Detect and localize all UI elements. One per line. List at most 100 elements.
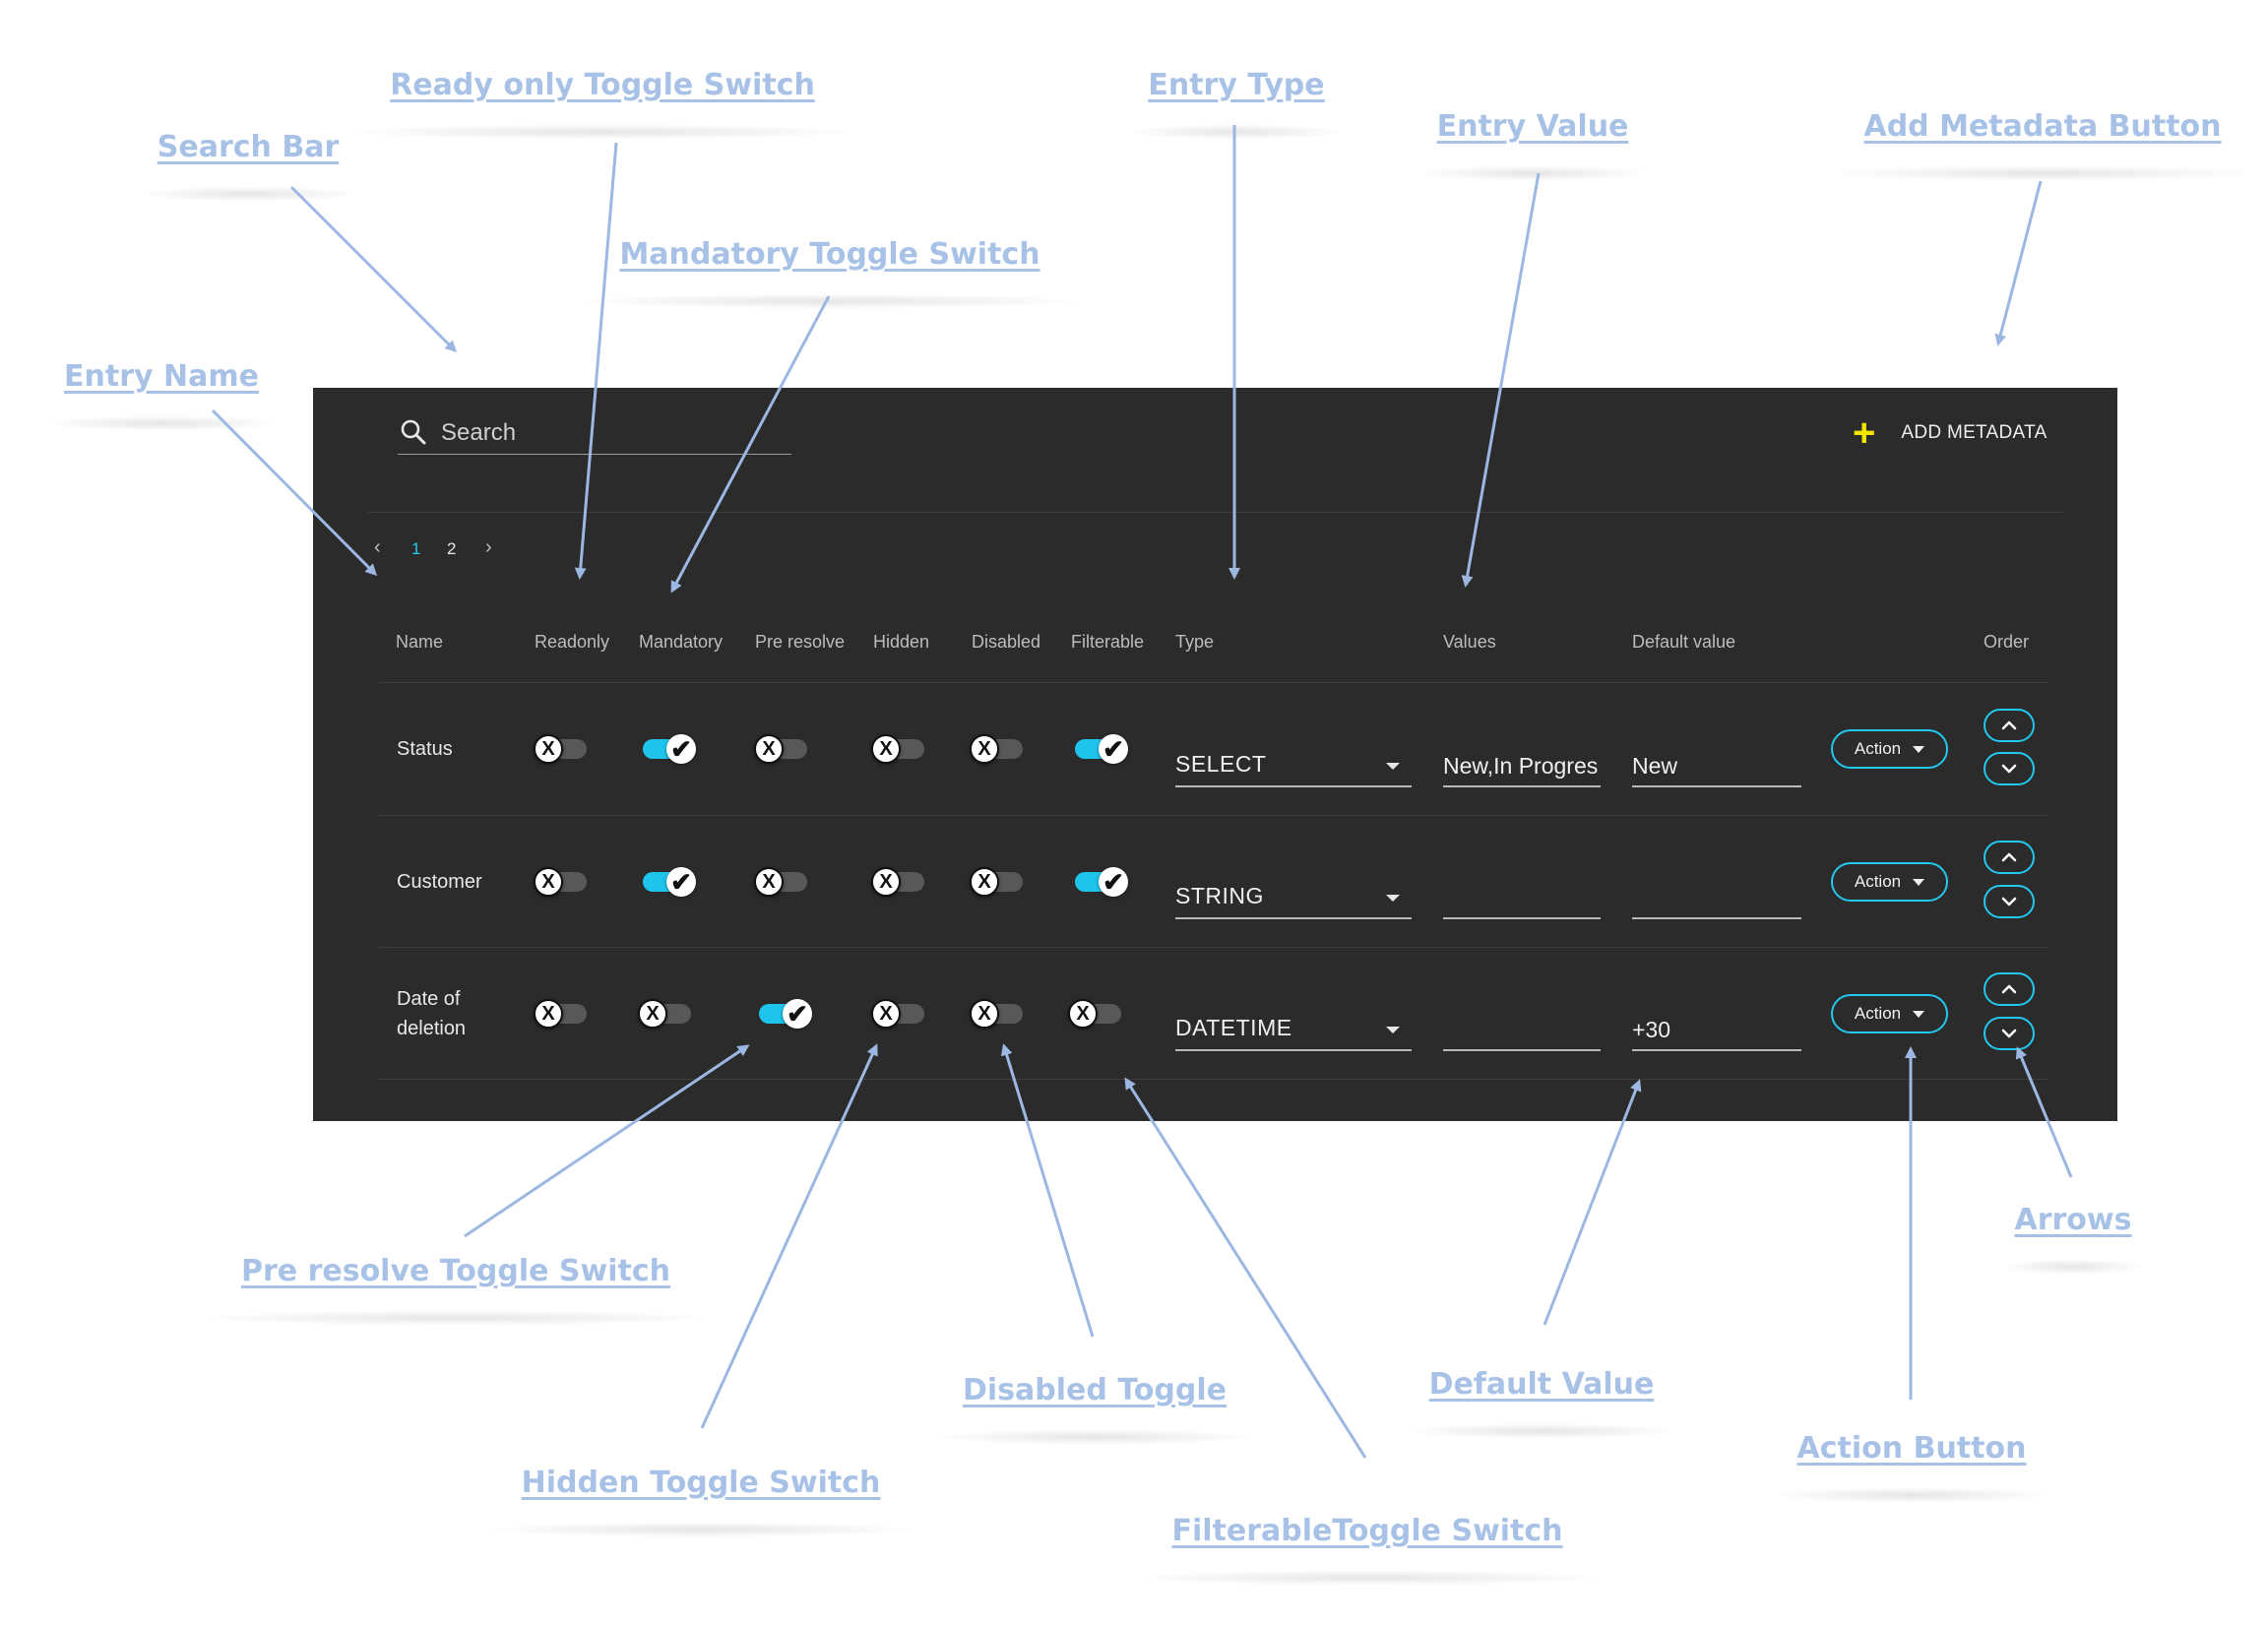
readonly-toggle[interactable]: X [534,999,589,1029]
callout-hidden-toggle: Hidden Toggle Switch [477,1466,923,1537]
chevron-down-icon [1386,895,1400,902]
type-select[interactable]: STRING [1175,878,1412,919]
metadata-panel: + ADD METADATA ‹ 1 2 › Name Readonly Man… [313,388,2117,1121]
default-value-field[interactable] [1632,746,1801,787]
column-header-filterable: Filterable [1071,632,1145,652]
values-field[interactable] [1443,746,1601,787]
callout-action-button: Action Button [1769,1431,2054,1503]
callout-add-metadata-button: Add Metadata Button [1820,109,2265,181]
x-icon: X [970,999,999,1029]
chevron-down-icon [1386,1027,1400,1033]
column-header-pre-resolve: Pre resolve [755,632,846,652]
filterable-toggle[interactable]: X [1068,999,1123,1029]
move-down-button[interactable] [1984,1017,2035,1050]
default-value-field[interactable] [1632,878,1801,919]
header-divider [368,512,2064,513]
callout-filterable-toggle: FilterableToggle Switch [1124,1514,1610,1586]
callout-ready-only-toggle: Ready only Toggle Switch [339,68,866,140]
callout-entry-name: Entry Name [40,359,283,431]
move-up-button[interactable] [1984,972,2035,1006]
x-icon: X [871,867,901,897]
add-metadata-label: ADD METADATA [1901,422,2048,443]
values-field[interactable] [1443,878,1601,919]
plus-icon: + [1853,411,1876,455]
action-button[interactable]: Action [1831,994,1948,1033]
disabled-toggle[interactable]: X [970,867,1025,897]
column-header-disabled: Disabled [972,632,1041,652]
callout-pre-resolve-toggle: Pre resolve Toggle Switch [189,1254,723,1326]
row-divider [379,815,2048,816]
callout-disabled-toggle: Disabled Toggle [930,1373,1259,1445]
values-input[interactable] [1443,1017,1601,1043]
pre-resolve-toggle[interactable]: X [754,867,809,897]
type-select-value: SELECT [1175,751,1267,777]
row-divider [379,947,2048,948]
type-select-value: DATETIME [1175,1015,1292,1040]
checkmark-icon: ✔ [666,734,696,764]
move-down-button[interactable] [1984,752,2035,785]
pre-resolve-toggle[interactable]: ✔ [757,999,812,1029]
move-down-button[interactable] [1984,885,2035,918]
search-bar[interactable] [398,418,791,455]
disabled-toggle[interactable]: X [970,999,1025,1029]
pagination-page-2[interactable]: 2 [447,539,457,558]
filterable-toggle[interactable]: ✔ [1073,734,1128,764]
default-value-input[interactable] [1632,1017,1801,1043]
x-icon: X [970,734,999,764]
readonly-toggle[interactable]: X [534,867,589,897]
checkmark-icon: ✔ [666,867,696,897]
type-select[interactable]: DATETIME [1175,1010,1412,1051]
pagination-page-1[interactable]: 1 [411,539,421,558]
row-name: Date of deletion [397,988,467,1039]
caret-down-icon [1913,878,1925,886]
default-value-field[interactable] [1632,1010,1801,1051]
action-button[interactable]: Action [1831,729,1948,769]
mandatory-toggle[interactable]: ✔ [641,867,696,897]
move-up-button[interactable] [1984,709,2035,742]
search-input[interactable] [439,418,788,448]
action-button-label: Action [1854,1004,1902,1023]
pagination-next-icon[interactable]: › [485,536,492,558]
arrow-search-bar [289,185,458,353]
mandatory-toggle[interactable]: ✔ [641,734,696,764]
chevron-up-icon [2001,852,2017,862]
x-icon: X [970,867,999,897]
hidden-toggle[interactable]: X [871,999,926,1029]
values-input[interactable] [1443,885,1601,911]
column-header-readonly: Readonly [535,632,610,652]
column-header-values: Values [1443,632,1496,652]
caret-down-icon [1913,1010,1925,1018]
pagination-prev-icon[interactable]: ‹ [374,536,381,558]
checkmark-icon: ✔ [1099,867,1128,897]
chevron-up-icon [2001,720,2017,730]
action-button[interactable]: Action [1831,862,1948,902]
arrow-add-metadata [1994,180,2043,346]
type-select[interactable]: SELECT [1175,746,1412,787]
hidden-toggle[interactable]: X [871,867,926,897]
table-header-divider [379,682,2048,683]
values-field[interactable] [1443,1010,1601,1051]
chevron-up-icon [2001,984,2017,994]
callout-entry-type: Entry Type [1126,68,1347,140]
pre-resolve-toggle[interactable]: X [754,734,809,764]
callout-entry-value: Entry Value [1414,109,1652,181]
values-input[interactable] [1443,753,1601,780]
default-value-input[interactable] [1632,885,1801,911]
hidden-toggle[interactable]: X [871,734,926,764]
row-name: Customer [397,871,482,893]
caret-down-icon [1913,745,1925,753]
column-header-type: Type [1175,632,1215,652]
disabled-toggle[interactable]: X [970,734,1025,764]
move-up-button[interactable] [1984,841,2035,874]
chevron-down-icon [2001,1029,2017,1038]
callout-search-bar: Search Bar [135,130,361,202]
action-button-label: Action [1854,739,1902,758]
chevron-down-icon [2001,897,2017,906]
callout-mandatory-toggle: Mandatory Toggle Switch [569,237,1091,309]
add-metadata-button[interactable]: + ADD METADATA [1853,413,2048,453]
default-value-input[interactable] [1632,753,1801,780]
filterable-toggle[interactable]: ✔ [1073,867,1128,897]
readonly-toggle[interactable]: X [534,734,589,764]
callout-arrows: Arrows [2000,1203,2146,1275]
mandatory-toggle[interactable]: X [638,999,693,1029]
